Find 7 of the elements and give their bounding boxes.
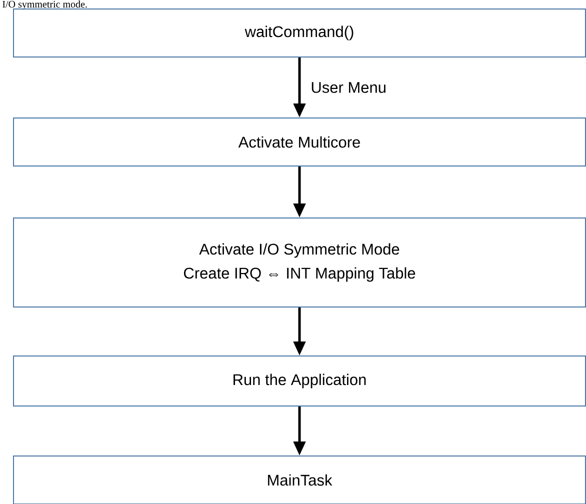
process-box: MainTask bbox=[13, 456, 586, 504]
edge-label: User Menu bbox=[310, 81, 388, 94]
caption-text: I/O symmetric mode. bbox=[2, 0, 87, 10]
process-box: Activate Multicore bbox=[13, 118, 586, 166]
process-box: Run the Application bbox=[13, 356, 586, 406]
process-box: waitCommand() bbox=[13, 8, 586, 58]
process-box: Activate I/O Symmetric Mode Create IRQ ⇔ INT Mapping Table bbox=[13, 218, 586, 308]
